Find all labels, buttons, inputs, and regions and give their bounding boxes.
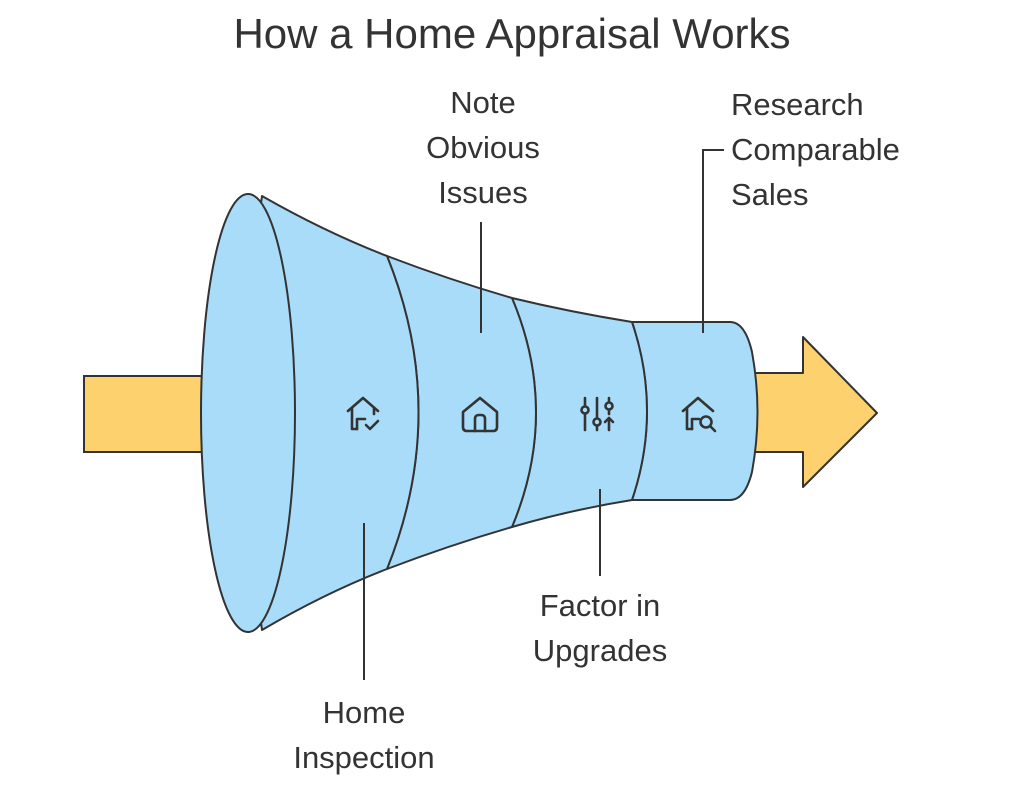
label-note-obvious-issues: Note Obvious Issues: [393, 80, 573, 215]
house-search-icon: [681, 396, 717, 433]
label-line: Note: [450, 85, 516, 120]
funnel-segment-research: [631, 321, 759, 501]
sliders-icon: [580, 396, 615, 432]
house-check-icon: [346, 396, 380, 431]
house-icon: [461, 396, 499, 433]
diagram-title: How a Home Appraisal Works: [233, 10, 791, 57]
label-line: Obvious: [426, 130, 540, 165]
label-line: Research: [731, 87, 864, 122]
callout-line-research: [702, 149, 724, 333]
label-line: Inspection: [293, 740, 435, 775]
label-factor-in-upgrades: Factor in Upgrades: [500, 583, 700, 673]
label-line: Factor in: [539, 588, 661, 623]
output-arrow: [744, 336, 878, 488]
label-line: Upgrades: [532, 633, 668, 668]
label-research-comparable-sales: Research Comparable Sales: [731, 82, 951, 217]
label-line: Comparable: [731, 132, 900, 167]
label-line: Sales: [731, 177, 809, 212]
label-line: Issues: [438, 175, 528, 210]
funnel-mouth: [200, 193, 296, 633]
label-line: Home: [322, 695, 406, 730]
label-home-inspection: Home Inspection: [264, 690, 464, 780]
